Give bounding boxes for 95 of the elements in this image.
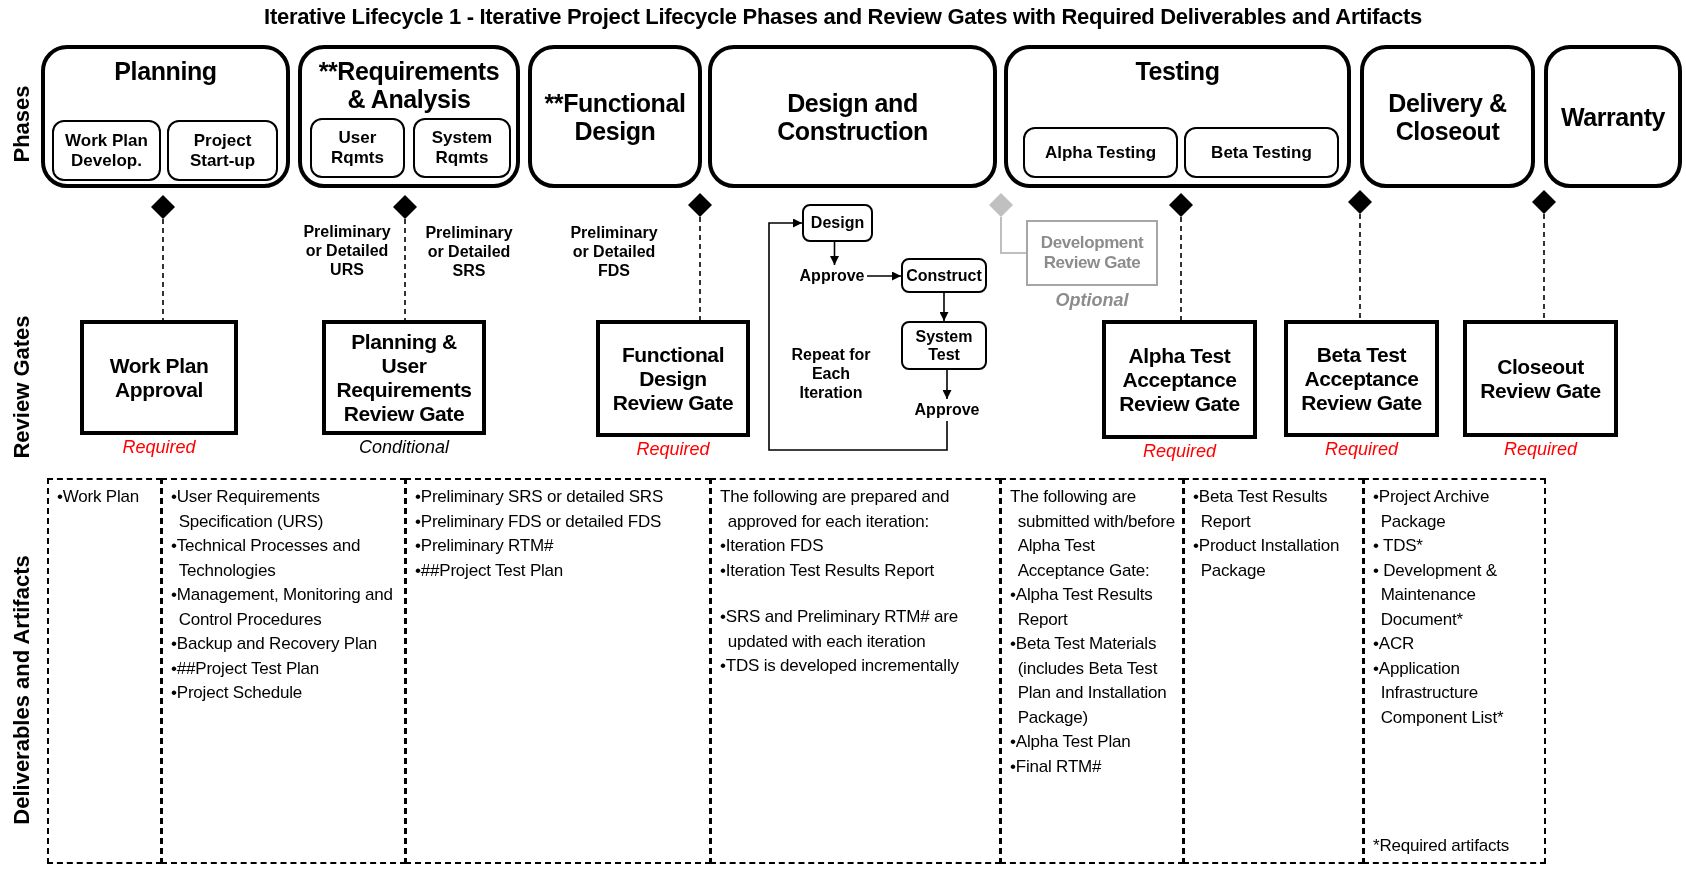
deliverable-item: •Beta Test Results Report [1193, 486, 1329, 533]
deliverable-item: •##Project Test Plan [171, 657, 321, 680]
dashed-connector [1543, 213, 1545, 321]
arrow [768, 218, 948, 451]
gate-status: Required [122, 437, 196, 458]
deliverables-cell [47, 478, 162, 864]
subphase-box: Project Start-up [167, 120, 278, 181]
deliverable-item: •Iteration Test Results Report [720, 559, 936, 582]
deliverables-cell [1363, 478, 1546, 864]
phase-box [298, 45, 520, 188]
deliverable-item: •Backup and Recovery Plan [171, 633, 378, 655]
deliverable-item: •Alpha Test Plan [1010, 731, 1132, 753]
arrow [939, 292, 949, 322]
gate-label: Beta Test Acceptance Review Gate [1300, 342, 1423, 415]
phase-title: Planning [114, 57, 217, 85]
dashed-connector [1180, 216, 1182, 321]
phase-box [528, 45, 702, 188]
step-label: Approve [912, 399, 982, 421]
deliverable-item: •SRS and Preliminary RTM# are updated with each iteration [720, 606, 959, 653]
connector-line [1000, 216, 1027, 254]
phase-title: Delivery & Closeout [1387, 88, 1508, 145]
gate-status: Required [1325, 439, 1398, 460]
deliverable-item: The following are submitted with/before Alpha Test Acceptance Gate: [1010, 486, 1176, 582]
gate-status: Required [1504, 439, 1577, 460]
gate-label: Closeout Review Gate [1479, 354, 1602, 403]
gate-label: Planning & User Requirements Review Gate [335, 329, 473, 426]
row-heading: Deliverables and Artifacts [9, 555, 35, 825]
phase-box [1544, 45, 1682, 188]
gate-label: Functional Design Review Gate [611, 342, 735, 415]
deliverables-cell [405, 478, 711, 864]
deliverable-item: •Preliminary SRS or detailed SRS [415, 486, 665, 508]
phase-title: **Functional Design [543, 88, 687, 145]
dashed-connector [699, 216, 701, 321]
phase-title: **Requirements & Analysis [317, 57, 501, 113]
step-box: System Test [901, 321, 987, 370]
step-box: Design [802, 204, 873, 242]
gate-status: Conditional [358, 437, 450, 458]
gate-status: Optional [1055, 290, 1129, 311]
step-label: Approve [797, 265, 867, 287]
deliverable-item: •Project Schedule [171, 682, 304, 704]
deliverable-item: • TDS* [1373, 535, 1424, 557]
step-box: Construct [901, 258, 987, 293]
deliverables-cell [710, 478, 1001, 864]
deliverable-note: Preliminary or Detailed URS [302, 221, 392, 279]
arrow [942, 369, 952, 400]
arrow [866, 271, 902, 281]
deliverable-item: *Required artifacts [1373, 834, 1511, 857]
row-heading: Review Gates [9, 315, 35, 459]
deliverable-item: • Development & Maintenance Document* [1373, 559, 1498, 631]
arrow [830, 241, 839, 266]
diagram-title: Iterative Lifecycle 1 - Iterative Project Lifecycle Phases and Review Gates with Required Deliverables and Artifacts [263, 4, 1423, 30]
gate-status: Required [1143, 441, 1216, 462]
deliverable-item: •##Project Test Plan [415, 559, 565, 582]
deliverable-item: •Project Archive Package [1373, 486, 1491, 533]
dashed-connector [162, 218, 164, 321]
deliverable-item: •Preliminary RTM# [415, 535, 555, 557]
subphase-box: Beta Testing [1184, 127, 1339, 178]
deliverable-item: •ACR [1373, 633, 1416, 655]
gate-label: Development Review Gate [1039, 233, 1145, 273]
phase-box [41, 45, 290, 188]
deliverable-item: •Management, Monitoring and Control Procedures [171, 584, 394, 631]
gate-label: Alpha Test Acceptance Review Gate [1118, 343, 1241, 416]
dashed-connector [1359, 213, 1361, 321]
deliverable-item: •Final RTM# [1010, 755, 1103, 778]
phase-box [708, 45, 997, 188]
phase-title: Testing [1135, 57, 1220, 85]
deliverable-item: •Beta Test Materials (includes Beta Test Plan and Installation Package) [1010, 633, 1168, 729]
deliverable-item: •Alpha Test Results Report [1010, 584, 1154, 631]
deliverables-cell [161, 478, 406, 864]
loop-note: Repeat for Each Iteration [791, 344, 871, 402]
subphase-box: Work Plan Develop. [52, 120, 161, 181]
gate-status: Required [636, 439, 710, 460]
phase-title: Warranty [1560, 102, 1666, 131]
subphase-box: System Rqmts [413, 118, 511, 178]
phase-title: Design and Construction [776, 88, 929, 145]
deliverable-item: •Product Installation Package [1193, 535, 1341, 582]
deliverables-cell [1183, 478, 1364, 864]
deliverable-item: •Work Plan [57, 486, 141, 508]
deliverable-item: •User Requirements Specification (URS) [171, 486, 325, 533]
phase-box [1004, 45, 1351, 188]
deliverable-item: •Iteration FDS [720, 535, 825, 557]
deliverable-item: •TDS is developed incrementally [720, 655, 960, 677]
deliverable-item: •Preliminary FDS or detailed FDS [415, 510, 663, 533]
deliverable-note: Preliminary or Detailed FDS [569, 222, 659, 280]
row-heading: Phases [9, 85, 35, 163]
deliverable-item: •Technical Processes and Technologies [171, 535, 362, 582]
deliverable-note: Preliminary or Detailed SRS [424, 222, 514, 280]
deliverables-cell [1000, 478, 1184, 864]
dashed-connector [404, 218, 406, 321]
gate-label: Work Plan Approval [108, 353, 210, 402]
phase-box [1360, 45, 1535, 188]
subphase-box: User Rqmts [310, 118, 405, 178]
subphase-box: Alpha Testing [1023, 127, 1178, 178]
deliverable-item: The following are prepared and approved for each iteration: [720, 486, 951, 533]
deliverable-item: •Application Infrastructure Component List* [1373, 657, 1505, 729]
